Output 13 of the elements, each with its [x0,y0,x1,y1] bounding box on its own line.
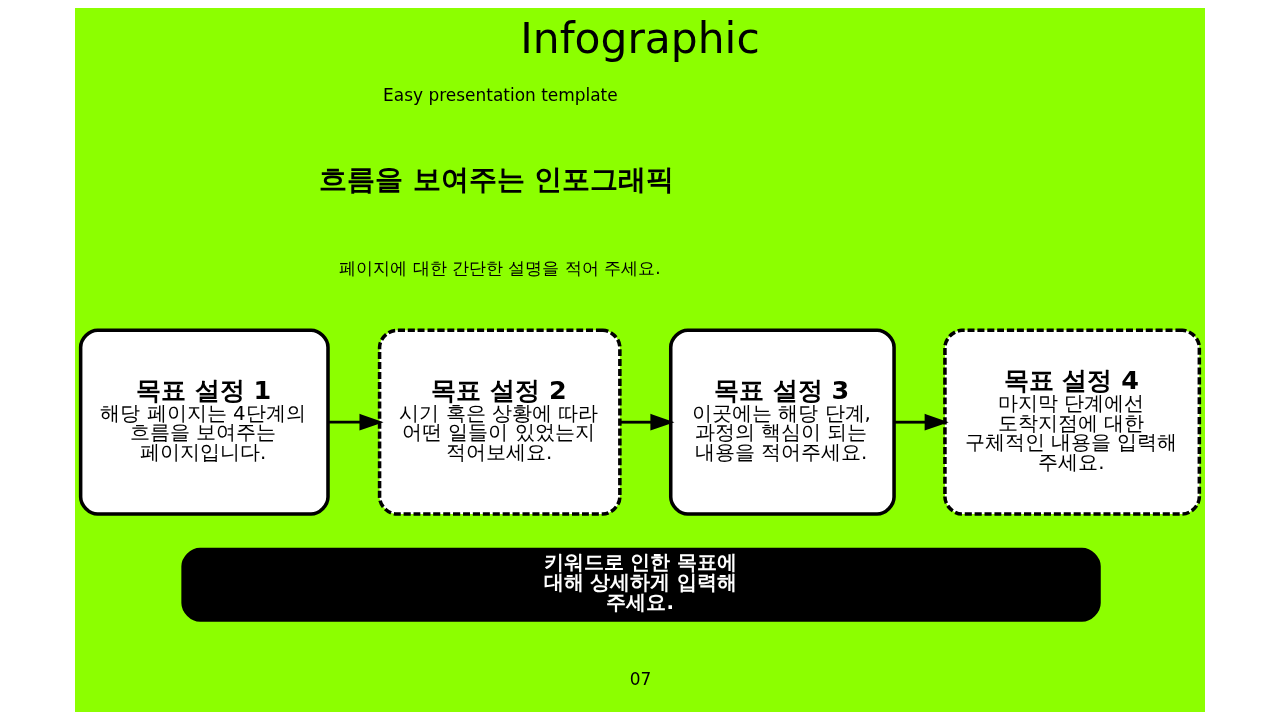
node-box: 목표 설정 3 이곳에는 해당 단계, 과정의 핵심이 되는 내용을 적어주세요. [668,328,896,516]
label: 페이지에 대한 간단한 설명을 적어 주세요. [339,257,661,278]
node-box: 키워드로 인한 목표에 대해 상세하게 입력해 주세요. [181,547,1101,622]
arrow [894,413,949,431]
label: 07 [629,669,652,690]
arrow [328,413,384,431]
label: Easy presentation template [383,85,618,106]
node-box: 목표 설정 2 시기 혹은 상황에 따라 어떤 일들이 있었는지 적어보세요. [377,328,622,516]
diagram-title: Infographic [520,14,760,64]
node-box: 목표 설정 1 해당 페이지는 4단계의 흐름을 보여주는 페이지입니다. [78,328,330,516]
arrow [620,413,675,431]
label: 흐름을 보여주는 인포그래픽 [318,162,675,196]
node-box: 목표 설정 4 마지막 단계에선 도착지점에 대한 구체적인 내용을 입력해 주세요. [943,328,1202,516]
